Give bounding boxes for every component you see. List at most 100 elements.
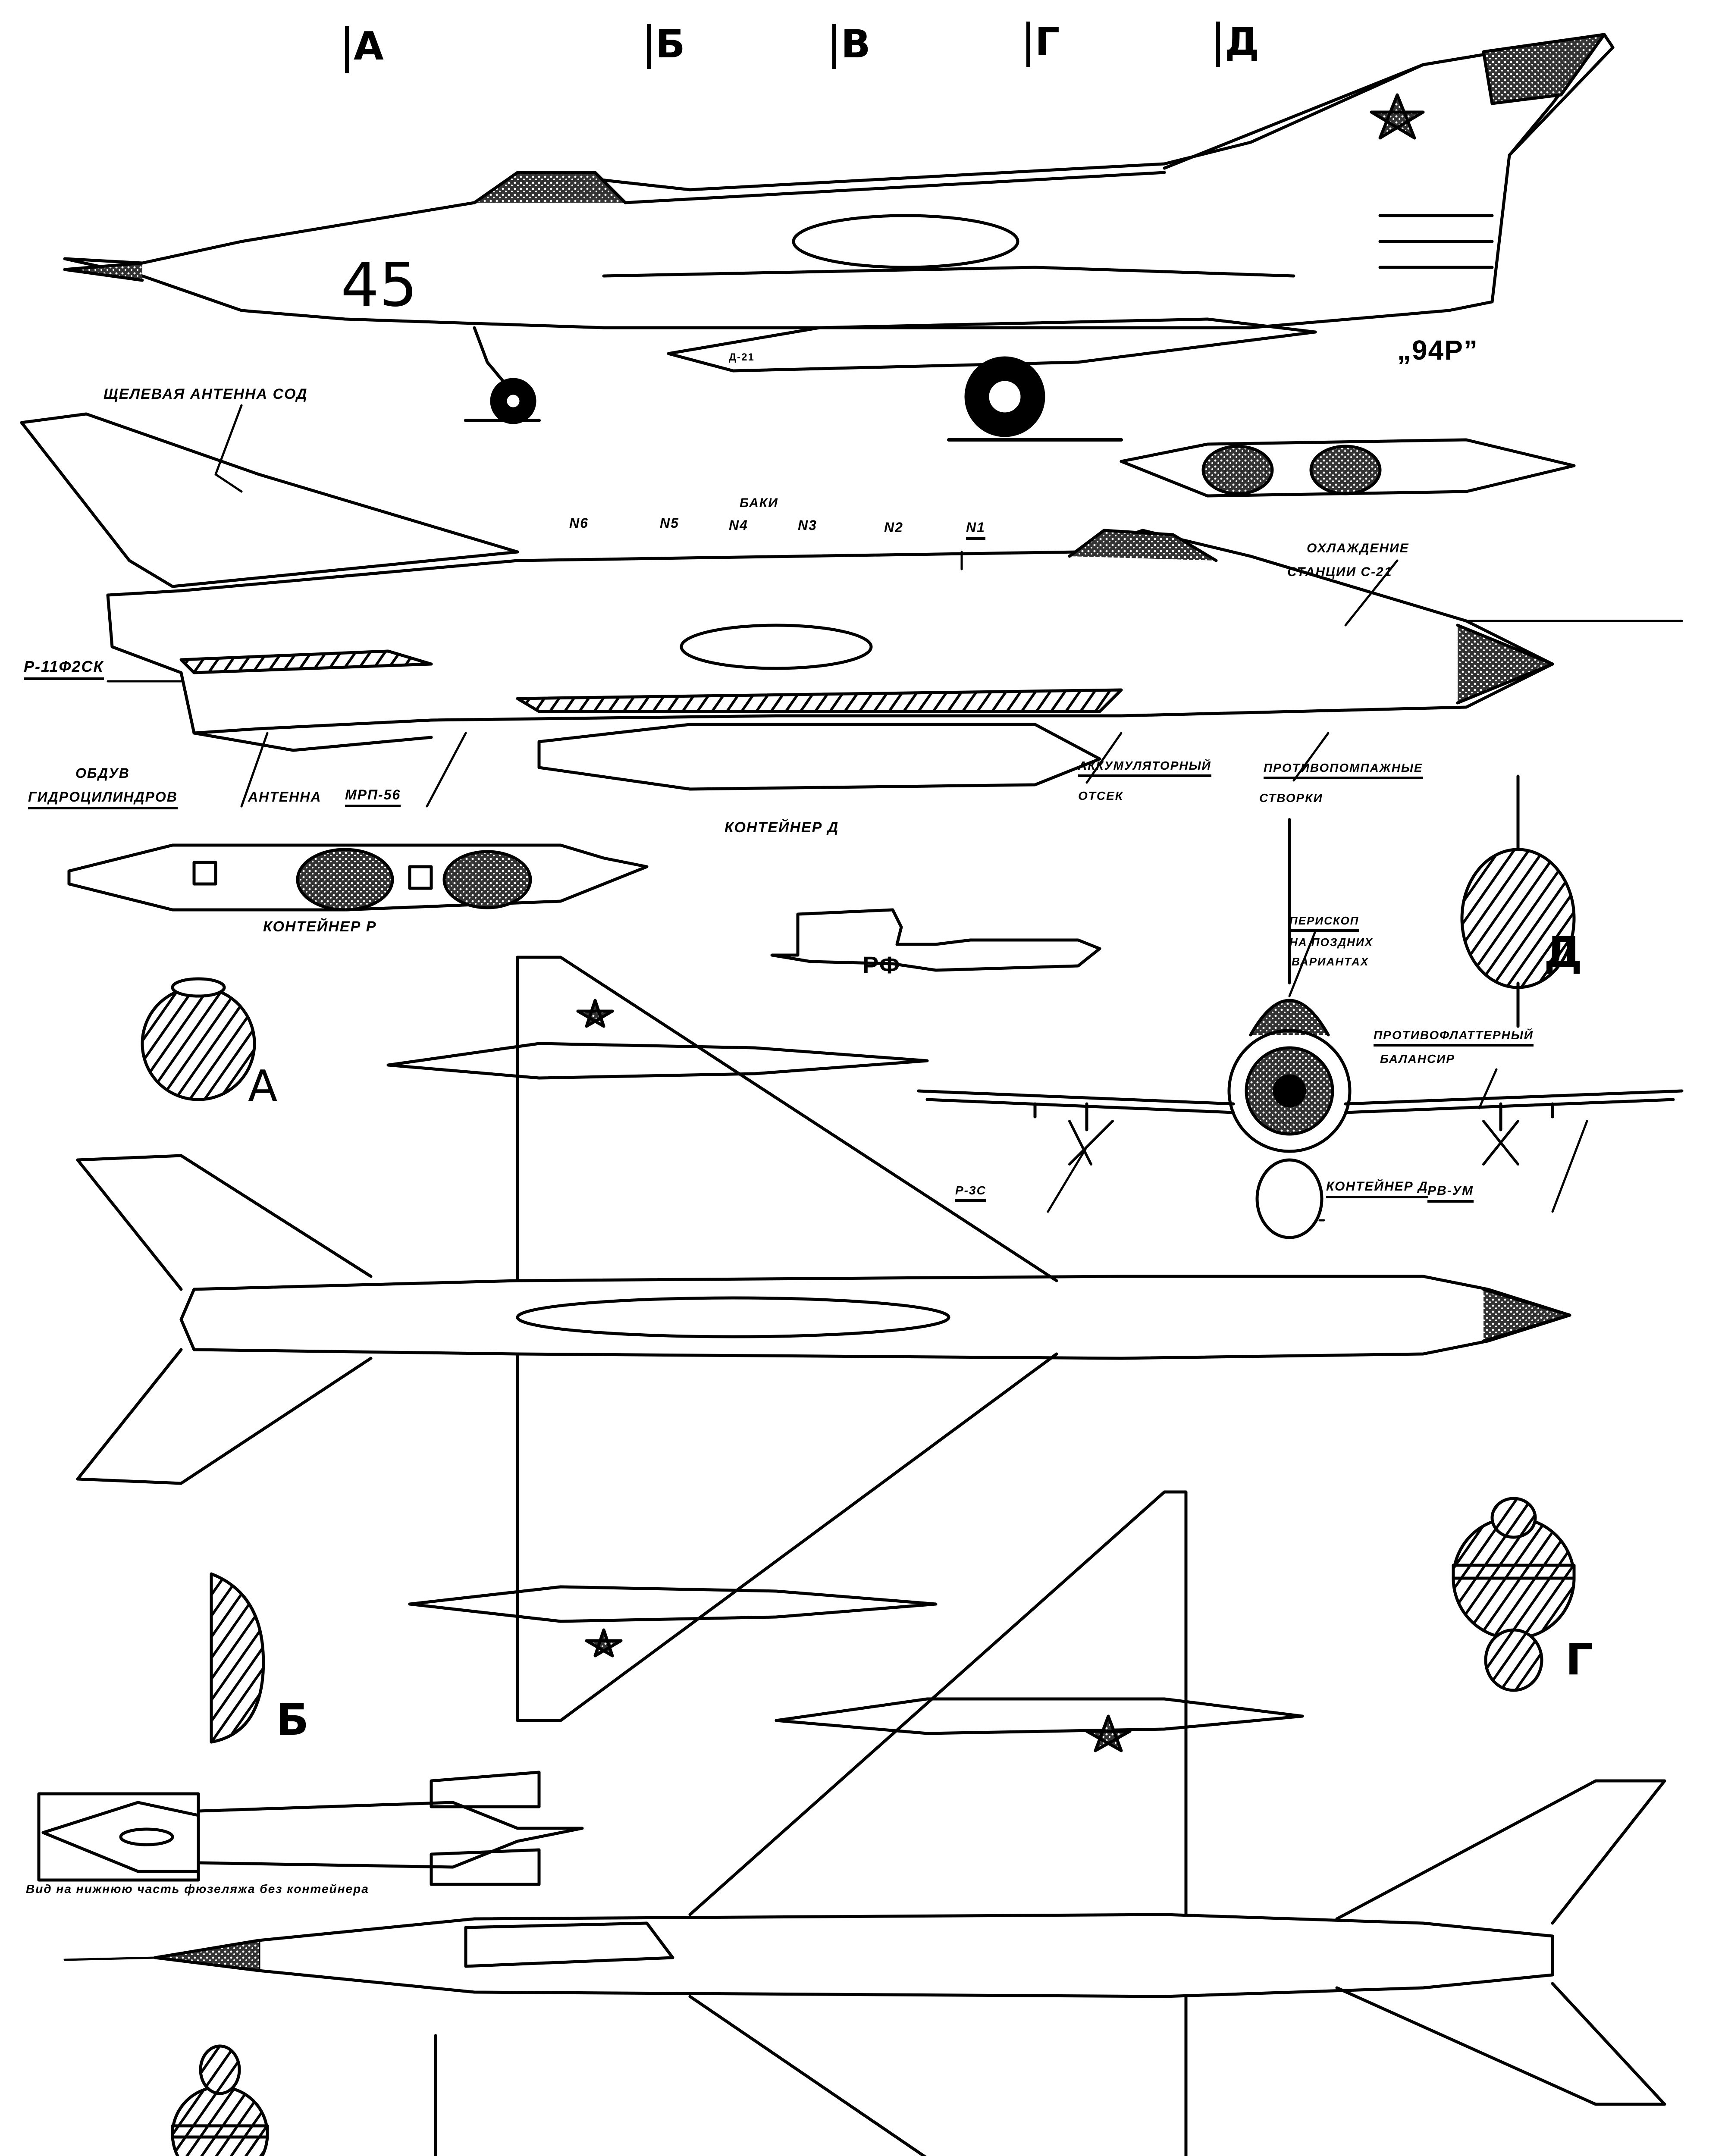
plan-wing-upper: [516, 956, 1058, 1282]
callout-container-d-front: КОНТЕЙНЕР Д: [1326, 1179, 1428, 1198]
callout-antiflutter-line1: ПРОТИВОФЛАТТЕРНЫЙ: [1374, 1028, 1534, 1047]
intake-front: [1227, 1029, 1352, 1153]
variant-designation: „94Р”: [1397, 335, 1478, 366]
callout-antiflutter-line2: БАЛАНСИР: [1380, 1052, 1455, 1065]
bottom-fuselage: [257, 1913, 1554, 1998]
callout-tanks-title: БАКИ: [740, 496, 778, 510]
bottom-canopy: [464, 1921, 674, 1968]
underside-view: [37, 1771, 584, 1886]
bottom-wing-upper: [688, 1490, 1188, 1916]
wing-front: [917, 1089, 1684, 1106]
side-view-right: [63, 33, 1615, 498]
section-marker-d: Д: [1225, 19, 1260, 65]
pod-marking: Д-21: [729, 351, 755, 363]
cross-section-v: [171, 2044, 269, 2156]
callout-cooling-line1: ОХЛАЖДЕНИЕ: [1307, 541, 1409, 555]
bottom-drop-tank-upper: [775, 1697, 1304, 1735]
container-d-pod: [537, 723, 1101, 791]
callout-battery-line2: ОТСЕК: [1078, 789, 1123, 802]
callout-rocket-pod: РВ-УМ: [1427, 1184, 1474, 1203]
tank-label-n2: N2: [884, 520, 903, 535]
callout-blow-line1: ОБДУВ: [75, 765, 130, 781]
nose-cone-left: [1456, 624, 1554, 705]
pylons: [1033, 1102, 1554, 1131]
fin-tip-dark: [1482, 33, 1606, 105]
tank-label-n4: N4: [729, 517, 748, 533]
callout-antenna-prefix: АНТЕННА: [248, 789, 322, 805]
bottom-plan-view: [63, 1490, 1666, 2156]
tank-label-n5: N5: [660, 515, 679, 531]
bottom-nose-probe: [63, 1956, 157, 1961]
intake-panel-left: [680, 624, 873, 670]
plan-fuselage: [179, 1275, 1571, 1360]
callout-antisurge-line1: ПРОТИВОПОМПАЖНЫЕ: [1264, 761, 1423, 779]
plan-view: [76, 956, 1571, 1722]
callout-battery-line1: АККУМУЛЯТОРНЫЙ: [1078, 759, 1211, 777]
callout-antisurge-line2: СТВОРКИ: [1259, 791, 1323, 805]
callout-periscope-line1: ПЕРИСКОП: [1289, 914, 1359, 932]
section-marker-a: А: [354, 24, 384, 69]
plan-nose: [1482, 1288, 1571, 1343]
cross-section-label-g: Г: [1565, 1634, 1593, 1685]
callout-missile-r3s: Р-3С: [955, 1184, 986, 1202]
lower-missile: [516, 688, 1123, 713]
bottom-wing-lower: [688, 1995, 1188, 2156]
canopy: [473, 171, 627, 204]
intake-panel: [792, 214, 1019, 269]
r3s-missile-front: [1068, 1120, 1114, 1166]
wing-front-lower: [925, 1098, 1675, 1114]
section-marker-bar-a: [345, 26, 349, 73]
callout-engine: Р-11Ф2СК: [24, 658, 104, 680]
engine-panels: [1378, 214, 1494, 269]
cross-section-d: [1460, 774, 1576, 1028]
container-r-side-small: [1120, 438, 1576, 498]
nose-cone: [63, 261, 144, 282]
section-marker-v: В: [841, 22, 871, 67]
plan-drop-tank-upper: [386, 1042, 929, 1080]
plan-tail-lower: [76, 1348, 373, 1485]
ground-line: [464, 419, 1123, 442]
dorsal-spine: [624, 171, 1166, 204]
callout-slot-antenna: ЩЕЛЕВАЯ АНТЕННА СОД: [104, 386, 308, 402]
callout-cooling-line2: СТАНЦИИ С-21: [1287, 565, 1393, 579]
rf-label: РФ: [862, 951, 901, 978]
callout-antenna-name: МРП-56: [345, 787, 401, 807]
bottom-tail-upper: [1335, 1779, 1666, 1925]
bottom-nose: [154, 1939, 260, 1972]
section-marker-bar-v: [832, 24, 836, 69]
fuselage-outline: [63, 33, 1615, 329]
bottom-star-upper: [1085, 1714, 1132, 1752]
plan-centerline-pod: [516, 1296, 950, 1338]
plan-drop-tank-lower: [408, 1585, 938, 1623]
canopy-left: [1068, 529, 1218, 562]
tank-label-n1: N1: [966, 520, 985, 540]
side-view-left: [20, 412, 1683, 791]
wing-root: [602, 266, 1295, 278]
front-view-upper: [917, 818, 1684, 1239]
callout-periscope-line2: НА ПОЗДНИХ: [1289, 936, 1374, 949]
fuselage-outline-left: [106, 529, 1554, 735]
section-marker-g: Г: [1035, 19, 1060, 65]
tail-fin-left: [20, 412, 519, 588]
cross-section-a: [141, 977, 256, 1101]
section-marker-bar-d: [1216, 22, 1220, 67]
ventral-fin: [192, 731, 433, 752]
tank-label-n6: N6: [569, 515, 589, 531]
tank-label-n3: N3: [798, 517, 817, 533]
front-view-lower: [434, 2034, 437, 2156]
container-r-label: КОНТЕЙНЕР Р: [263, 918, 377, 935]
cross-section-label-a: А: [248, 1061, 278, 1111]
leader-lines: [107, 404, 1588, 1222]
canopy-front: [1249, 999, 1330, 1037]
cross-section-g: [1452, 1497, 1576, 1692]
rvum-front: [1482, 1120, 1519, 1166]
container-d-front: [1255, 1158, 1324, 1239]
cross-section-b: [210, 1572, 265, 1744]
bottom-tail-lower: [1335, 1982, 1666, 2106]
cross-section-label-d: Д: [1544, 927, 1583, 978]
section-marker-b: Б: [656, 22, 685, 67]
main-gear: [964, 356, 1045, 437]
section-marker-bar-b: [647, 24, 651, 69]
ventral-tank: [667, 317, 1317, 373]
